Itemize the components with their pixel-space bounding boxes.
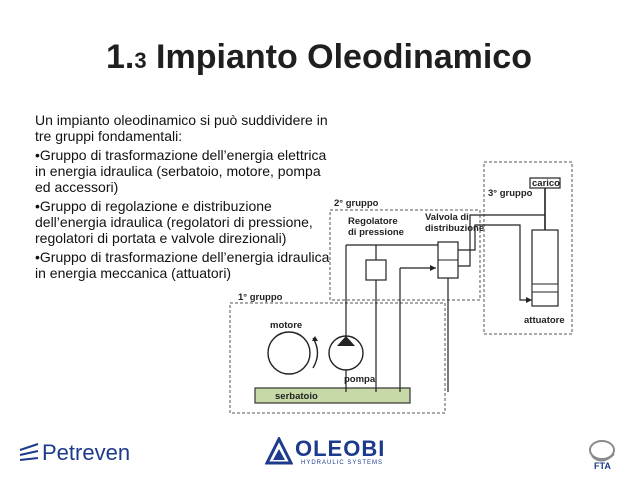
petreven-wordmark: Petreven [42,440,131,465]
petreven-logo: Petreven [18,432,153,472]
group3-label: 3° gruppo [488,188,533,199]
regolatore-label-1: Regolatore [348,216,398,227]
fta-text: FTA [594,461,611,471]
oleobi-triangle-icon [265,437,293,465]
group2-label: 2° gruppo [334,198,379,209]
actuator-cylinder [531,229,559,307]
regolatore-label-2: di pressione [348,227,404,238]
motor-symbol [267,331,311,375]
slide-body: Un impianto oleodinamico si può suddivid… [35,112,330,284]
group1-label: 1° gruppo [238,292,283,303]
oleobi-tagline: HYDRAULIC SYSTEMS [301,460,384,466]
pompa-label: pompa [344,374,376,385]
motore-label: motore [270,320,302,331]
attuatore-label: attuatore [524,315,565,326]
valvola-label-2: distribuzione [425,223,484,234]
slide-title: 1.3 Impianto Oleodinamico [0,38,638,77]
actuator-piston [531,283,559,293]
petreven-mark-icon [19,443,39,461]
title-section-number: 3 [134,48,147,73]
fta-emblem-icon: FTA [589,440,615,471]
coupling-symbol [312,337,319,369]
bullet-group-2: •Gruppo di regolazione e distribuzione d… [35,198,313,246]
valvola-label-1: Valvola di [425,212,469,223]
pressure-regulator-symbol [365,259,387,281]
carico-label: carico [532,178,560,189]
oleobi-wordmark: OLEOBI [295,436,386,461]
intro-paragraph: Un impianto oleodinamico si può suddivid… [35,112,328,144]
serbatoio-label: serbatoio [275,391,318,402]
group2-box [329,209,481,301]
title-number: 1. [106,38,135,76]
bullet-group-3: •Gruppo di trasformazione dell’energia i… [35,249,330,281]
bullet-group-1: •Gruppo di trasformazione dell’energia e… [35,147,327,195]
oleobi-logo: OLEOBI HYDRAULIC SYSTEMS [265,432,385,472]
fta-logo: FTA [580,436,624,472]
serbatoio-tank [254,387,411,404]
group1-box [229,302,446,414]
title-text: Impianto Oleodinamico [146,38,532,76]
